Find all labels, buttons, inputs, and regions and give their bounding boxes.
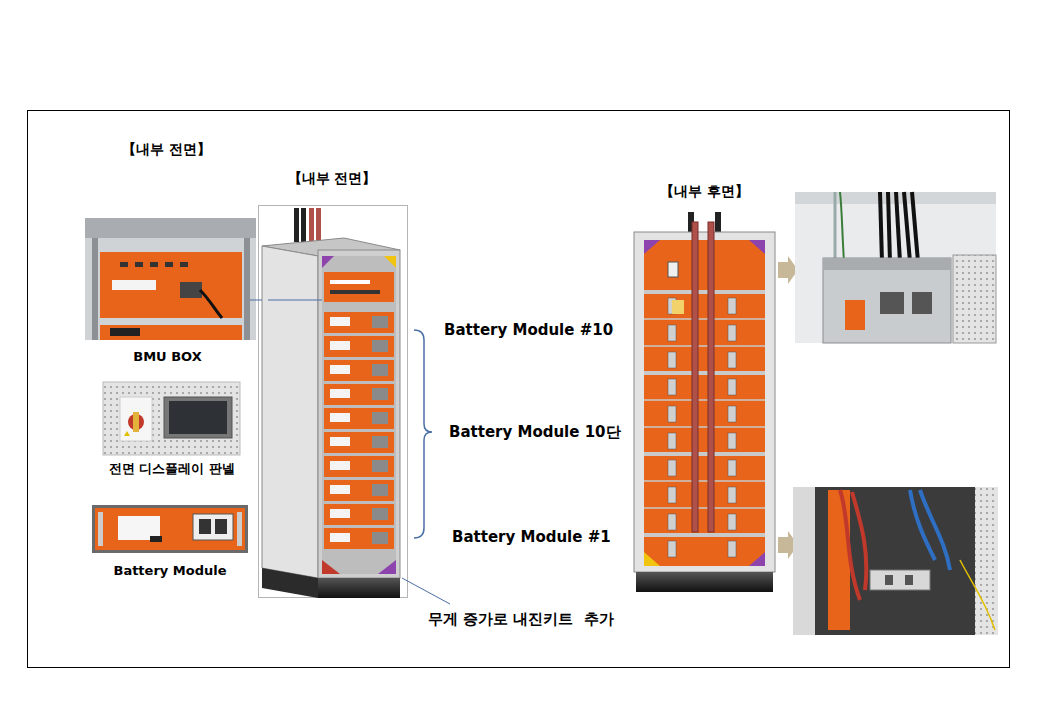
section-heading: 【내부 전면】 [120,141,213,159]
leader-line [402,578,450,604]
rear-cabinet [634,212,775,592]
node-text: 【내부 전면】 [286,170,379,188]
module-label: Battery Module #1 [450,528,613,546]
rear-bottom-photo [793,487,998,635]
rear-top-photo [795,192,996,343]
outer-frame [28,111,1010,668]
module-label: Battery Module #10 [442,321,615,339]
front-cabinet [259,206,408,599]
photo-caption-box: 전면 디스플레이 판넬 [98,382,246,478]
node-text: 전면 디스플레이 판넬 [107,460,237,478]
node-text: Battery Module [111,563,228,578]
bmu-photo [85,218,256,340]
battery-module-photo [92,505,248,553]
node-text: 【내부 후면】 [658,183,751,201]
photo-caption-box: Battery Module [88,505,252,578]
note-text: 무게 증가로 내진키트 추가 [426,610,616,629]
bracket [414,330,432,538]
display-panel-photo [103,382,240,455]
module-label: Battery Module 10단 [447,423,623,442]
node-text: BMU BOX [131,349,203,364]
photo-caption-box: BMU BOX [85,218,250,364]
leader-connector [250,300,262,301]
cabinet-view: 【내부 후면】 [634,183,775,593]
cabinet-view: 【내부 전면】 [262,170,402,598]
